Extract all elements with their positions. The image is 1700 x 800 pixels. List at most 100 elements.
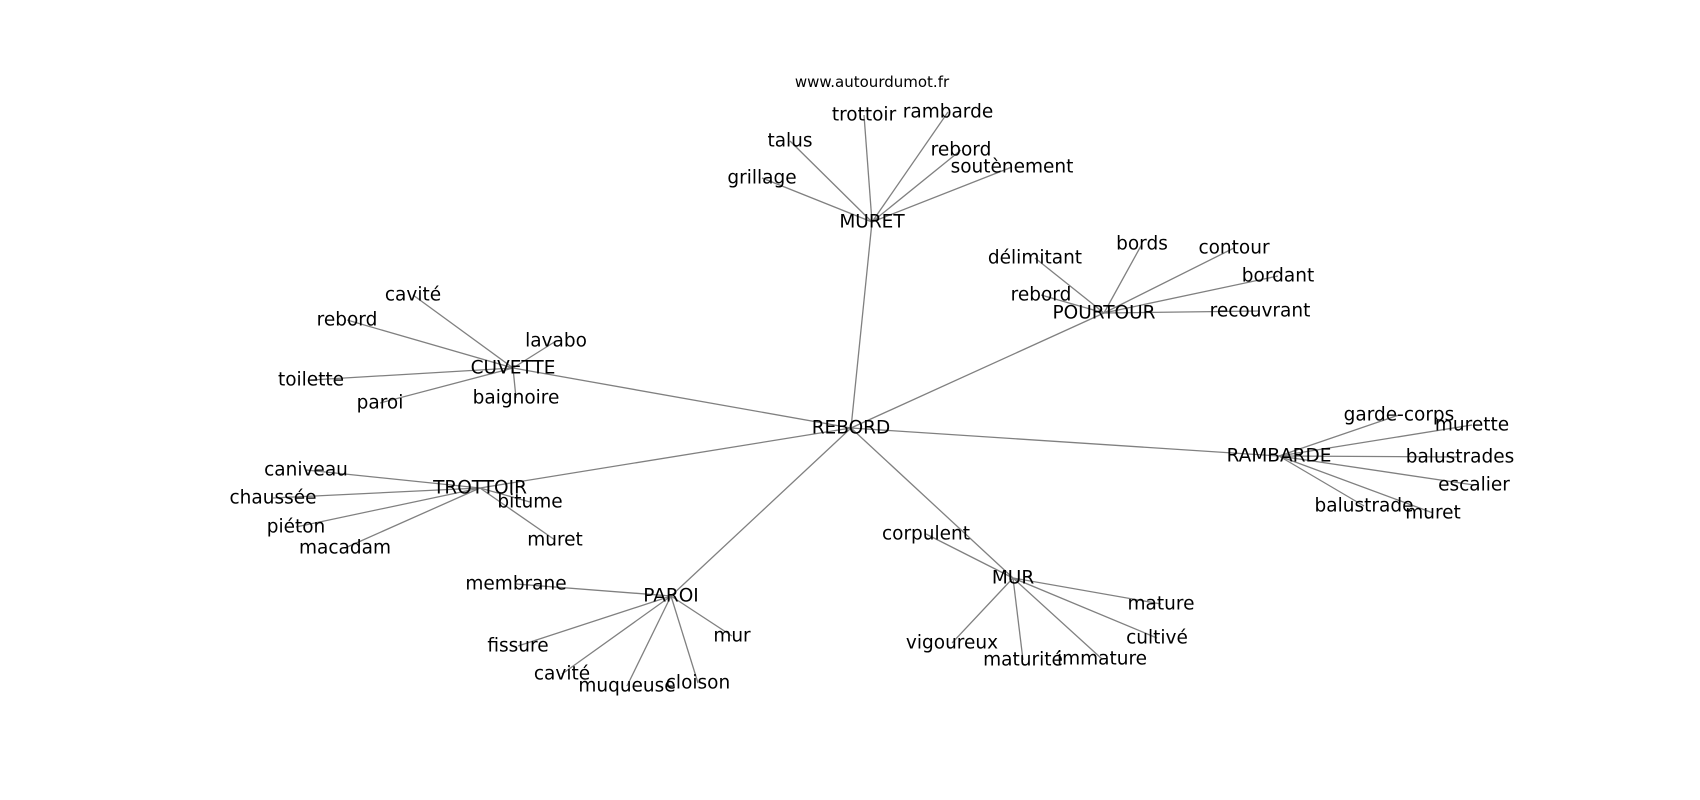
related-word-node: macadam [299, 538, 391, 559]
hub-word-node: RAMBARDE [1227, 446, 1332, 467]
related-word-node: chaussée [230, 488, 317, 509]
hub-word-edge [670, 595, 699, 684]
hub-word-node: MUR [992, 568, 1035, 589]
hub-word-edge [1103, 243, 1143, 314]
hub-word-edge [344, 487, 481, 549]
center-hub-edge [850, 427, 1014, 579]
hub-word-edge [1012, 577, 1162, 605]
center-hub-edge [479, 427, 852, 489]
hub-word-node: TROTTOIR [432, 478, 527, 499]
hub-word-node: CUVETTE [471, 358, 556, 379]
hub-word-edge [1278, 455, 1475, 486]
hub-word-edge [761, 177, 873, 223]
related-word-node: vigoureux [906, 633, 998, 654]
hub-word-edge [925, 533, 1014, 579]
hub-word-edge [1040, 294, 1105, 314]
related-word-node: mur [713, 626, 751, 647]
related-word-node: balustrades [1406, 447, 1515, 468]
related-word-node: délimitant [988, 248, 1082, 269]
hub-word-edge [871, 111, 949, 223]
related-word-node: muret [1405, 503, 1461, 524]
hub-word-edge [626, 595, 672, 687]
related-word-node: bords [1116, 234, 1168, 255]
related-word-node: paroi [357, 393, 404, 414]
related-word-node: recouvrant [1210, 301, 1311, 322]
hub-word-edge [1103, 247, 1235, 314]
hub-word-node: POURTOUR [1052, 303, 1155, 324]
related-word-node: maturité [983, 650, 1063, 671]
hub-word-edge [272, 487, 481, 499]
source-url: www.autourdumot.fr [795, 73, 950, 91]
hub-word-edge [1278, 414, 1400, 457]
hub-word-edge [951, 577, 1014, 644]
related-word-node: grillage [727, 168, 796, 189]
hub-word-edge [871, 166, 1013, 223]
related-word-node: rebord [317, 310, 378, 331]
related-word-node: muret [527, 530, 583, 551]
hub-word-edge [346, 319, 514, 369]
graph-labels: www.autourdumot.fr REBORD MURET grillage ta… [230, 73, 1515, 697]
related-word-node: trottoir [832, 105, 897, 126]
hub-word-edge [1012, 577, 1158, 639]
related-word-node: fissure [487, 636, 548, 657]
hub-word-edge [512, 340, 557, 369]
hub-word-node: PAROI [643, 586, 699, 607]
related-word-node: rambarde [903, 102, 993, 123]
related-word-node: mature [1128, 594, 1195, 615]
related-word-node: bitume [497, 492, 562, 513]
center-hub-edge [850, 427, 1280, 457]
hub-word-edge [515, 583, 672, 597]
center-hub-edge [670, 427, 852, 597]
related-word-node: toilette [278, 370, 344, 391]
hub-word-edge [561, 595, 672, 675]
related-word-node: piéton [267, 517, 326, 538]
hub-word-edge [379, 367, 514, 404]
related-word-node: murette [1435, 415, 1509, 436]
related-word-node: cavité [385, 285, 441, 306]
related-word-node: bordant [1242, 266, 1314, 287]
related-word-node: baignoire [473, 388, 560, 409]
related-word-node: immature [1057, 649, 1147, 670]
hub-word-edge [1278, 455, 1365, 507]
hub-word-edge [412, 294, 514, 369]
related-word-node: caniveau [264, 460, 348, 481]
related-word-node: cavité [534, 664, 590, 685]
center-word-node: REBORD [812, 418, 891, 439]
related-word-node: garde-corps [1344, 405, 1455, 426]
hub-word-edge [1278, 455, 1461, 458]
related-word-node: soutènement [951, 157, 1074, 178]
hub-word-edge [512, 367, 517, 399]
graph-edges [272, 111, 1475, 687]
related-word-node: talus [767, 131, 812, 152]
hub-word-edge [295, 487, 481, 528]
hub-word-edge [1278, 455, 1434, 514]
related-word-node: cultivé [1126, 628, 1188, 649]
related-word-node: lavabo [525, 331, 587, 352]
hub-word-edge [1278, 424, 1473, 457]
hub-word-edge [479, 487, 556, 541]
hub-word-edge [1012, 577, 1024, 661]
hub-word-edge [789, 140, 873, 223]
hub-word-node: MURET [839, 212, 905, 233]
hub-word-edge [310, 367, 514, 381]
related-word-node: corpulent [882, 524, 970, 545]
hub-word-edge [1034, 257, 1105, 314]
hub-word-edge [871, 149, 962, 223]
center-hub-edge [512, 367, 852, 429]
related-word-node: contour [1198, 238, 1270, 259]
center-hub-edge [850, 221, 873, 429]
hub-word-edge [670, 595, 733, 637]
hub-word-edge [1103, 275, 1279, 314]
hub-word-edge [517, 595, 672, 647]
hub-word-edge [1103, 310, 1261, 314]
related-word-node: balustrade [1315, 496, 1414, 517]
related-word-node: rebord [931, 140, 992, 161]
hub-word-edge [479, 487, 531, 503]
related-word-node: rebord [1011, 285, 1072, 306]
related-word-node: muqueuse [578, 676, 675, 697]
related-word-node: membrane [465, 574, 566, 595]
hub-word-edge [305, 469, 481, 489]
related-word-node: cloison [666, 673, 730, 694]
center-hub-edge [850, 312, 1105, 429]
